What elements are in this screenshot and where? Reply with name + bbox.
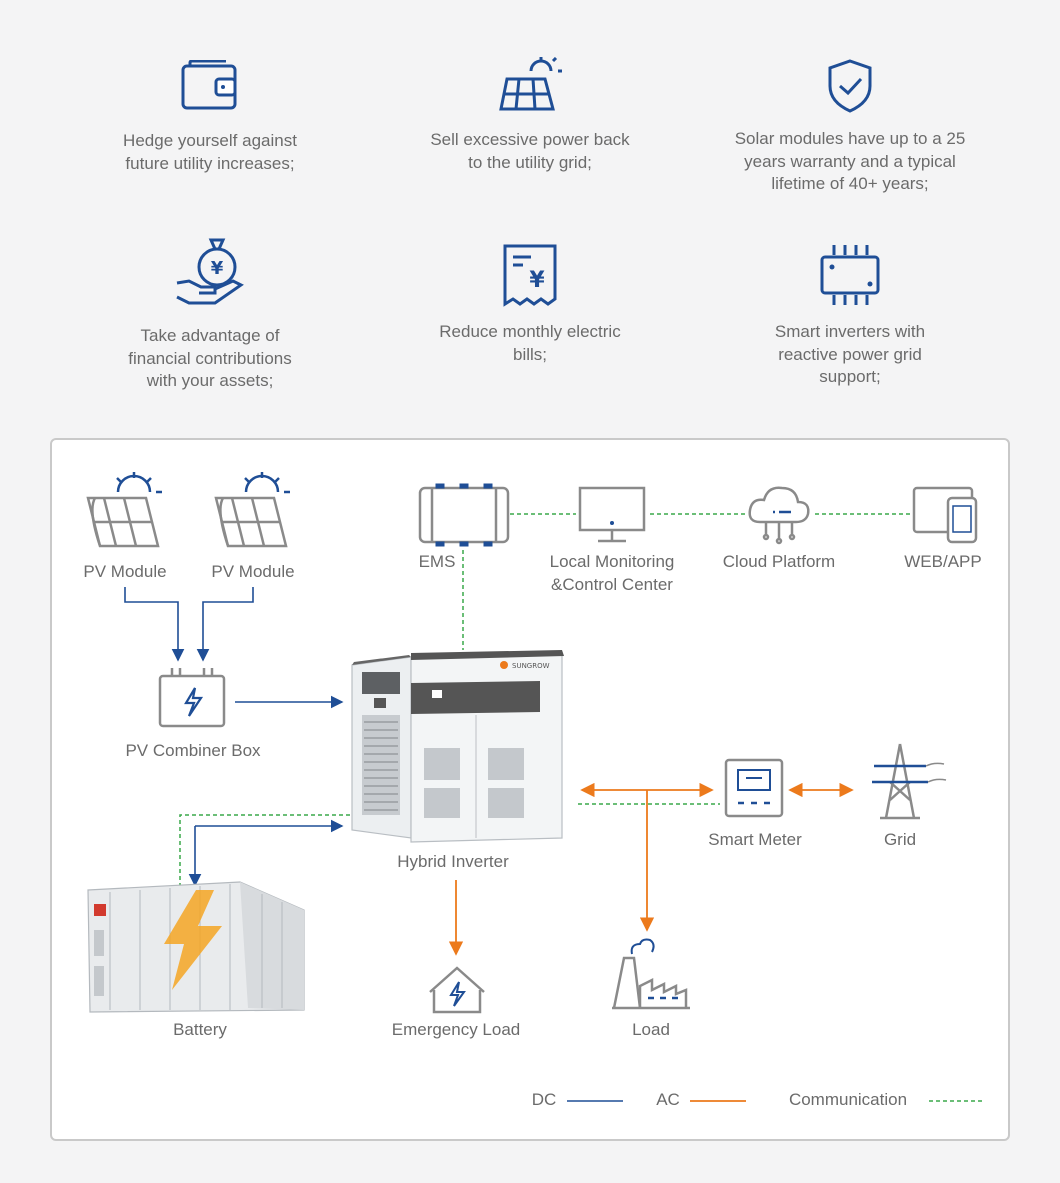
feature-text: Reduce monthly electric bills; [439,322,621,364]
local-monitoring-label: Local Monitoring &Control Center [549,552,675,594]
smart-meter-label: Smart Meter [708,830,802,849]
feature-text: Solar modules have up to a 25 years warr… [734,129,966,193]
cloud-platform-label: Cloud Platform [722,552,836,571]
pv-combiner-box-label: PV Combiner Box [125,741,261,760]
load-label: Load [632,1020,670,1039]
bill-yen-icon: ¥ [503,244,557,307]
pv-module-2-icon [214,472,290,548]
pv-module-1-icon [86,472,162,548]
pv-combiner-box-icon [158,668,226,728]
emergency-load-label: Emergency Load [391,1020,521,1039]
feature-text: Hedge yourself against future utility in… [123,131,297,173]
web-app-label: WEB/APP [904,552,982,571]
chip-icon [820,245,880,305]
feature-text: Smart inverters with reactive power grid… [774,322,926,386]
legend-dc-label: DC [531,1090,557,1109]
pv-module-2-label: PV Module [211,562,295,581]
grid-label: Grid [883,830,917,849]
feature-6: Smart inverters with reactive power grid… [700,243,1000,389]
ac-lines [448,782,854,956]
feature-5: ¥ Reduce monthly electric bills; [380,243,680,366]
communication-lines [179,513,912,890]
feature-text: Sell excessive power back to the utility… [430,130,630,172]
wallet-icon [181,60,237,110]
feature-4: ¥ Take advantage of financial contributi… [60,237,360,393]
web-app-icon [912,486,978,544]
legend-ac-label: AC [656,1090,680,1109]
feature-text: Take advantage of financial contribution… [128,326,292,390]
ems-label: EMS [418,552,456,571]
solar-panel-icon [499,57,562,111]
shield-check-icon [828,59,872,113]
dc-lines [124,587,344,887]
feature-1: Hedge yourself against future utility in… [60,60,360,175]
hybrid-inverter-image: SUNGROW [351,650,564,843]
svg-text:¥: ¥ [529,268,545,293]
ems-icon [418,483,510,547]
legend-communication-label: Communication [788,1090,908,1109]
inverter-brand-label: SUNGROW [512,662,550,670]
grid-tower-icon [872,743,947,820]
feature-3: Solar modules have up to a 25 years warr… [700,58,1000,196]
svg-text:¥: ¥ [211,258,224,279]
cloud-icon [748,486,810,545]
monitor-icon [578,486,646,543]
pv-module-1-label: PV Module [83,562,167,581]
battery-label: Battery [173,1020,227,1039]
money-bag-hand-icon: ¥ [176,238,244,305]
battery-container-image [87,881,305,1013]
hybrid-inverter-label: Hybrid Inverter [397,852,509,871]
emergency-load-icon [429,966,485,1014]
load-factory-icon [612,938,690,1010]
feature-2: Sell excessive power back to the utility… [380,57,680,174]
smart-meter-icon [724,758,784,818]
